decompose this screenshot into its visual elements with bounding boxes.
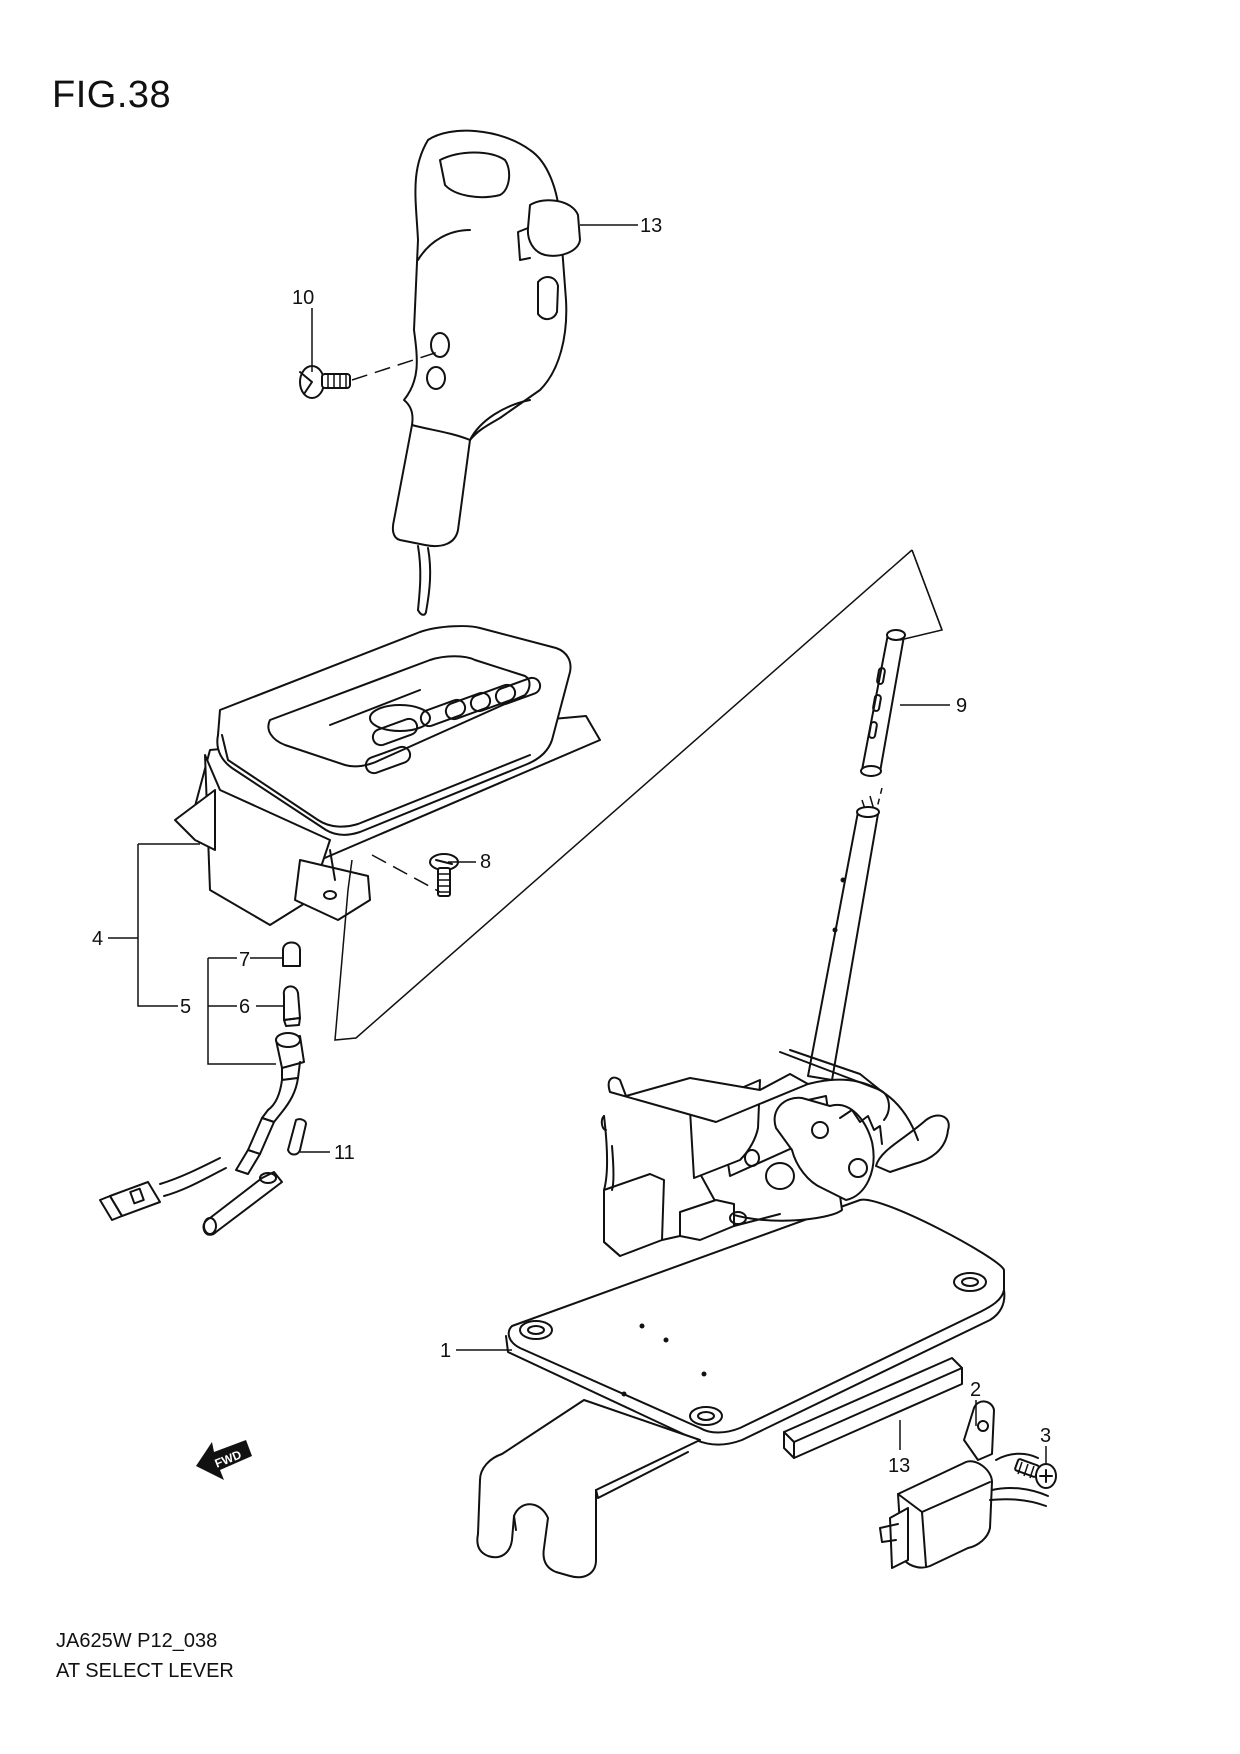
figure-code: JA625W P12_038 — [56, 1630, 218, 1652]
figure-name: AT SELECT LEVER — [56, 1660, 234, 1682]
callout-4: 4 — [92, 928, 103, 950]
callout-1: 1 — [440, 1340, 451, 1362]
solenoid-assembly — [879, 1400, 1057, 1569]
callout-7: 7 — [239, 949, 250, 971]
screw-8 — [371, 853, 459, 897]
callout-12: 13 — [640, 215, 662, 237]
detail-pointer — [334, 549, 944, 1041]
callout-labels: 13 10 9 8 4 7 5 6 11 1 2 3 13 — [92, 215, 1051, 1477]
screw-10 — [299, 351, 439, 399]
leader-lines — [108, 224, 1047, 1464]
bulb-socket-assembly — [99, 941, 307, 1236]
callout-10: 10 — [292, 287, 314, 309]
callout-2: 2 — [970, 1379, 981, 1401]
callout-11: 11 — [334, 1142, 355, 1164]
callout-3: 3 — [1040, 1425, 1051, 1447]
damper-pad-13 — [783, 1357, 963, 1459]
indicator-housing — [174, 625, 601, 926]
callout-8: 8 — [480, 851, 491, 873]
select-lever-assembly — [476, 629, 1006, 1579]
callout-13: 13 — [888, 1455, 910, 1477]
callout-5: 5 — [180, 996, 191, 1018]
callout-6: 6 — [239, 996, 250, 1018]
callout-9: 9 — [956, 695, 967, 717]
forward-arrow-icon: FWD — [196, 1440, 252, 1480]
figure-title: FIG.38 — [52, 74, 172, 116]
shift-knob — [391, 129, 581, 616]
